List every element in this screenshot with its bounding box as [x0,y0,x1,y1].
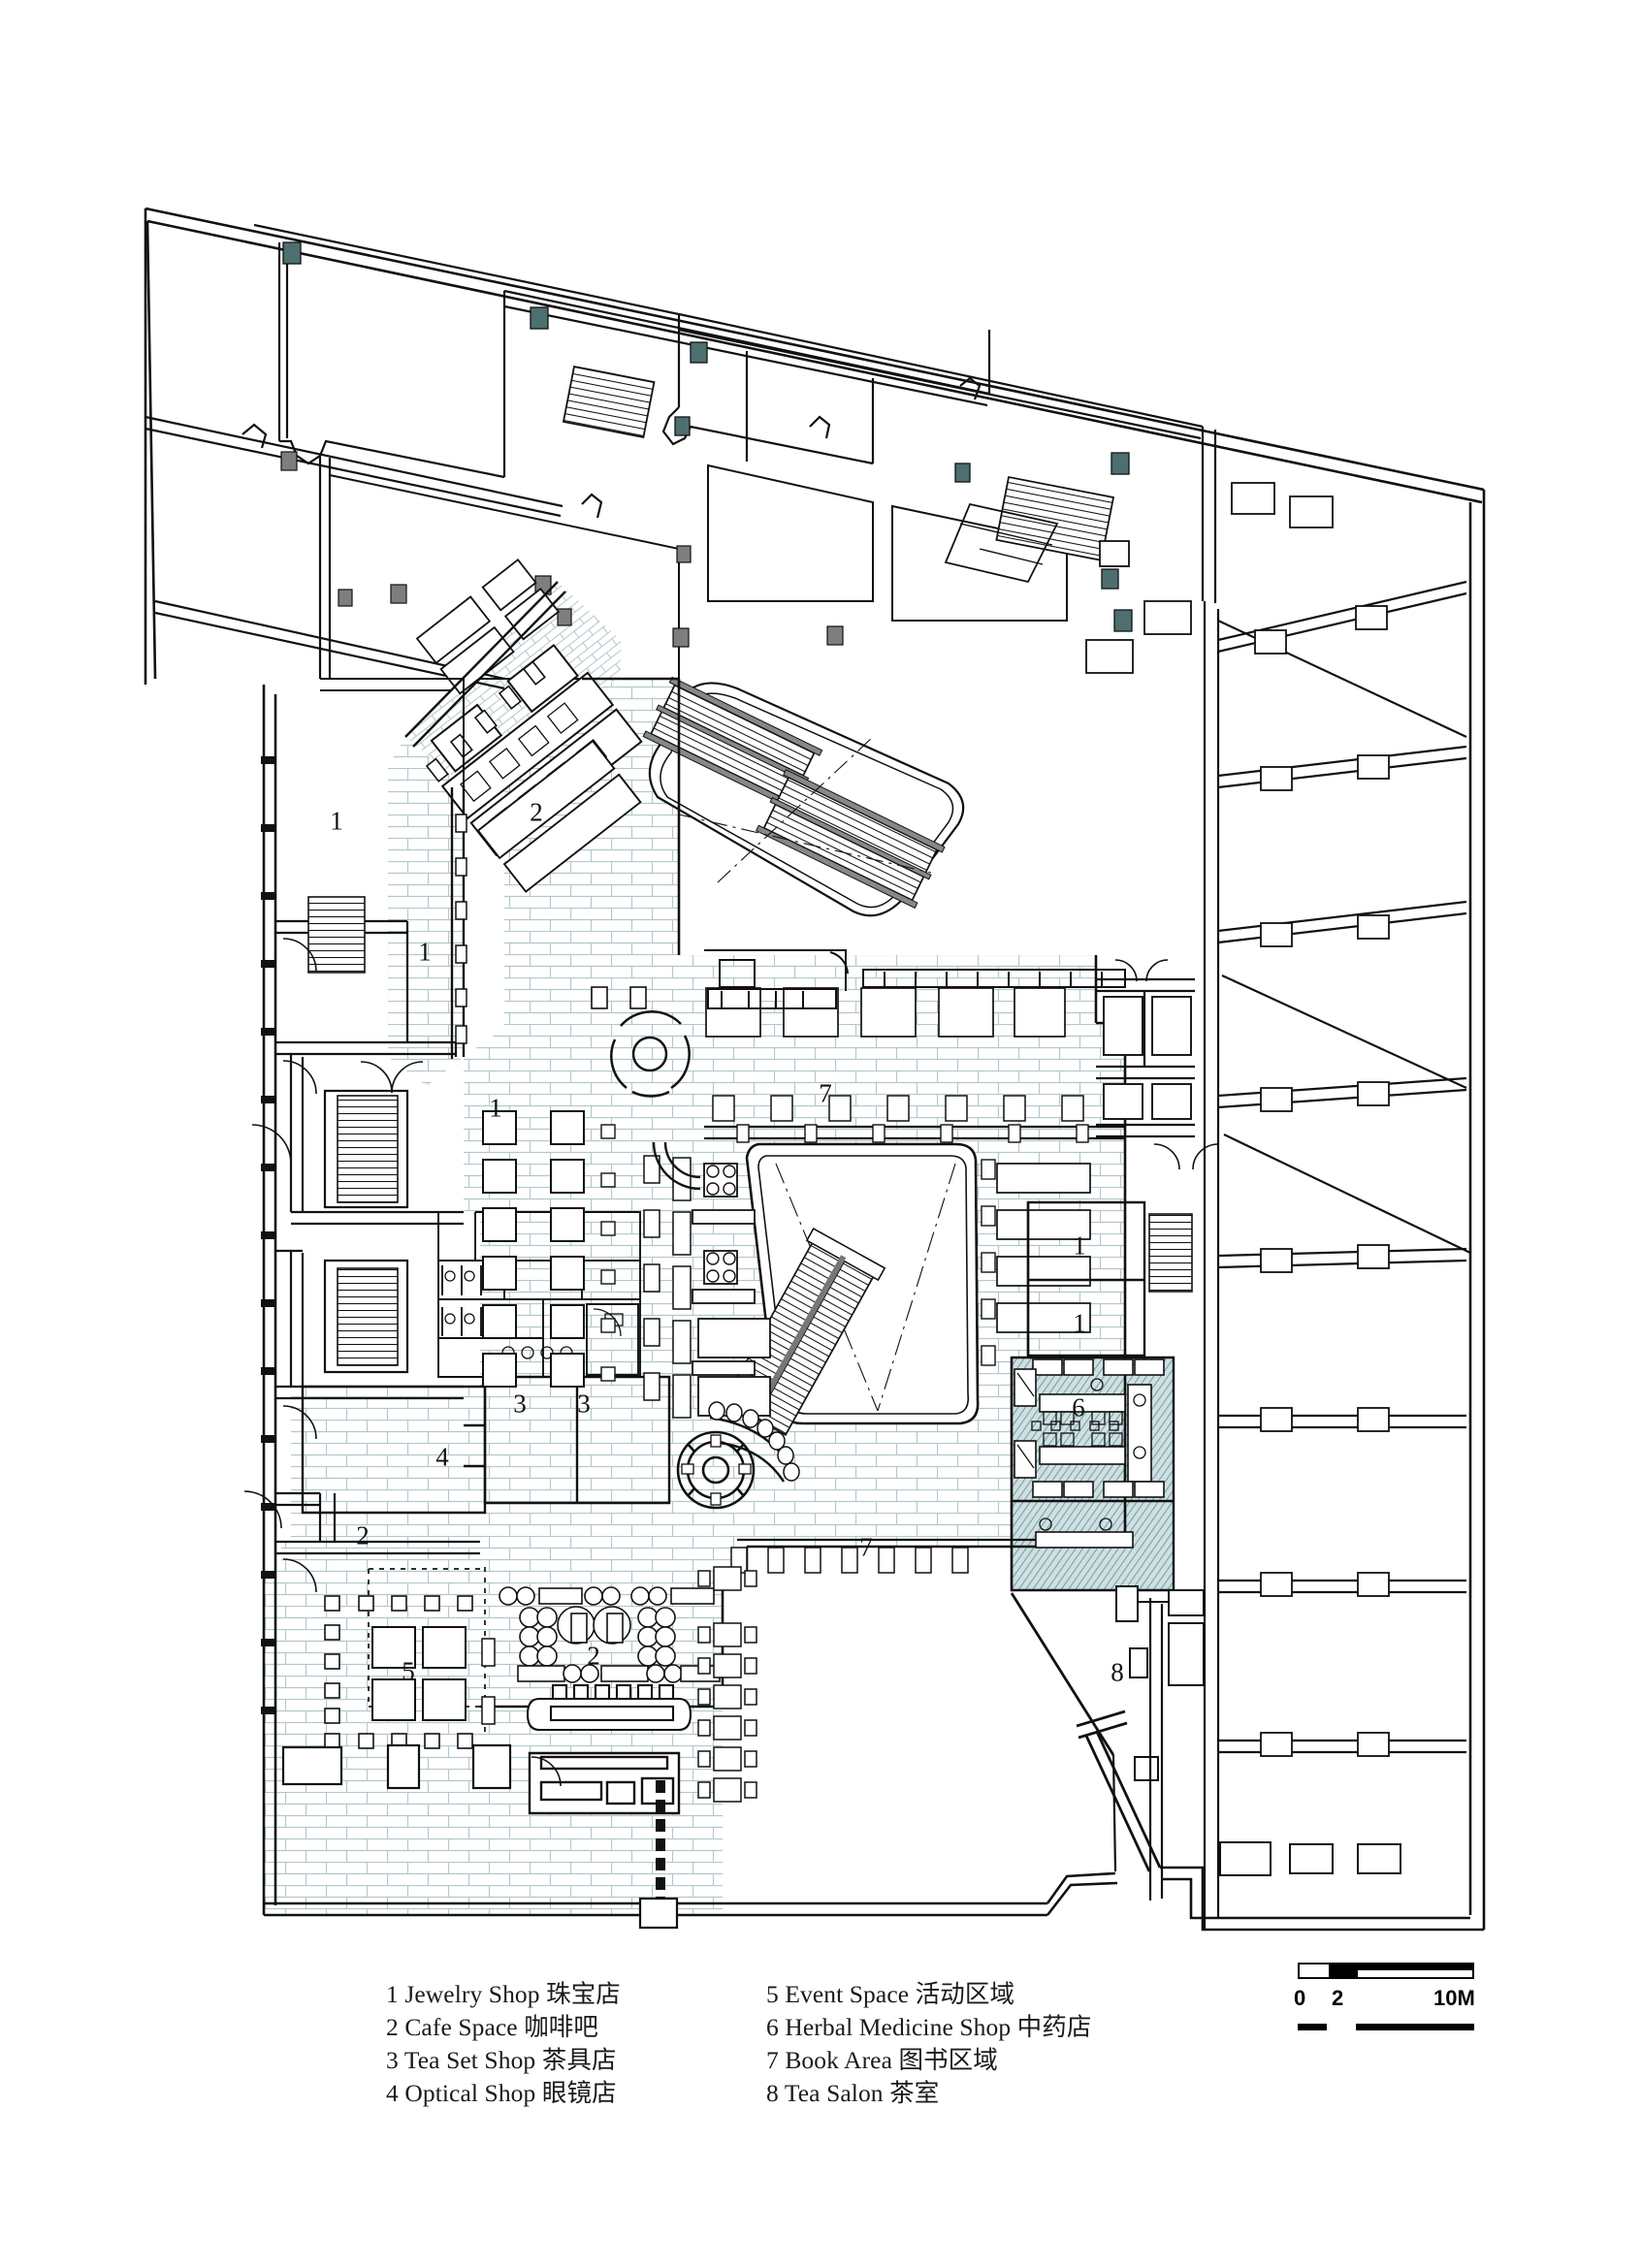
plan-room-number: 1 [489,1093,502,1123]
scale-tick-10m: 10M [1433,1986,1475,2010]
plan-room-number: 8 [1111,1657,1124,1687]
scale-tick-0: 0 [1294,1986,1306,2010]
plan-room-number: 1 [330,806,343,836]
plan-room-number: 4 [435,1442,449,1472]
plan-room-number: 1 [1073,1230,1086,1261]
plan-room-number: 3 [513,1389,527,1419]
plan-room-number: 2 [356,1520,370,1550]
scale-bar: 0 2 10M [1294,1963,1540,2030]
plan-room-number: 1 [418,937,432,967]
plan-room-number: 1 [1073,1308,1086,1338]
plan-room-number: 7 [819,1078,832,1108]
scale-bar-graphic [1298,1963,1474,1979]
scale-bar-baseline [1298,2024,1474,2030]
plan-room-number: 3 [577,1389,591,1419]
plan-room-number: 7 [859,1532,873,1562]
scale-tick-2: 2 [1332,1986,1344,2010]
plan-room-number: 5 [402,1656,415,1686]
plan-room-number: 2 [587,1641,600,1671]
plan-room-number: 2 [530,797,543,827]
plan-room-number: 6 [1072,1392,1085,1422]
